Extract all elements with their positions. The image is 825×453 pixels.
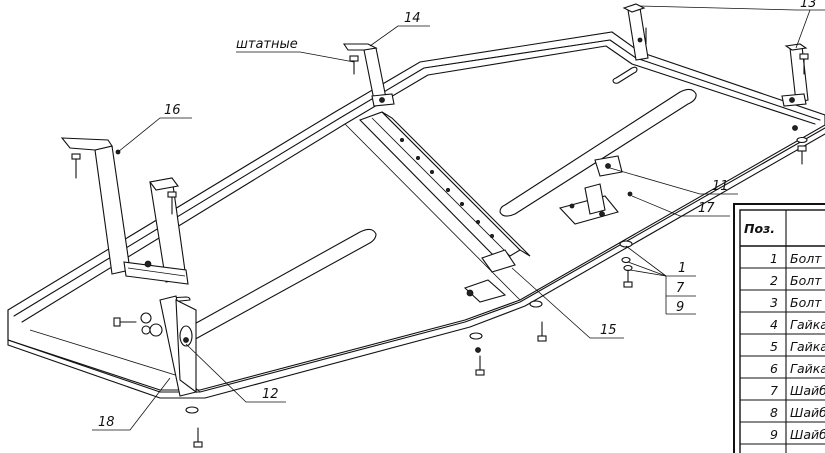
fasteners <box>185 136 808 448</box>
table-cell-name: Гайка <box>790 361 825 376</box>
table-cell-pos: 4 <box>770 317 778 332</box>
table-cell-name: Шайба <box>790 427 825 442</box>
callout-12: 12 <box>262 387 279 402</box>
bracket-12-18 <box>113 295 197 397</box>
callout-18: 18 <box>98 415 115 430</box>
table-cell-name: Болт <box>790 273 822 288</box>
table-cell-pos: 5 <box>770 339 778 354</box>
callout-15: 15 <box>600 323 617 338</box>
table-cell-pos: 8 <box>770 405 778 420</box>
table-cell-name: Гайка <box>790 317 825 332</box>
table-cell-name: Гайка <box>790 339 825 354</box>
skid-plate <box>7 31 825 399</box>
table-cell-pos: 7 <box>770 383 778 398</box>
callout-1: 1 <box>678 261 686 276</box>
right-slot <box>499 88 697 217</box>
leader-lines <box>92 5 825 431</box>
bracket-16 <box>60 137 189 285</box>
table-cell-pos: 2 <box>770 273 778 288</box>
table-cell-pos: 6 <box>770 361 778 376</box>
bracket-14 <box>342 43 395 107</box>
callout-17: 17 <box>698 201 715 216</box>
table-cell-name: Болт <box>790 251 822 266</box>
table-header-pos: Поз. <box>744 221 775 236</box>
table-cell-pos: 9 <box>770 427 778 442</box>
table-cell-name: Шайба <box>790 383 825 398</box>
bracket-13-right <box>781 43 809 165</box>
bracket-11-17 <box>558 155 633 225</box>
table-cell-name: Болт <box>790 295 822 310</box>
callout-11: 11 <box>712 179 729 194</box>
callout-14: 14 <box>404 11 421 26</box>
callout-16: 16 <box>164 103 181 118</box>
callout-9: 9 <box>676 300 684 315</box>
bracket-13-left <box>622 3 649 61</box>
table-cell-name: Шайба <box>790 405 825 420</box>
callout-7: 7 <box>676 281 685 296</box>
callout-standard: штатные <box>236 37 298 52</box>
table-cell-pos: 3 <box>770 295 778 310</box>
table-cell-pos: 1 <box>770 251 778 266</box>
cross-member-15 <box>359 111 531 303</box>
callout-13: 13 <box>800 0 817 11</box>
parts-table: 1Болт2Болт3Болт4Гайка5Гайка6Гайка7Шайба8… <box>733 203 825 453</box>
